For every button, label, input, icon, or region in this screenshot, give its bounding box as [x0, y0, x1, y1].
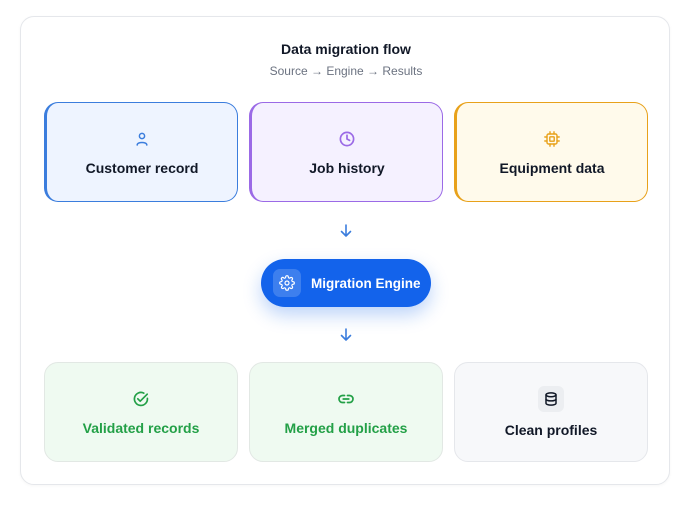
node-merged-duplicates: Merged duplicates	[249, 362, 443, 462]
diagram-subtitle: Source → Engine → Results	[269, 64, 423, 78]
link-icon	[335, 388, 357, 410]
node-equipment-data: Equipment data	[454, 102, 648, 202]
node-job-history: Job history	[249, 102, 443, 202]
database-icon	[538, 386, 564, 412]
user-icon	[131, 128, 153, 150]
node-label: Clean profiles	[504, 422, 598, 438]
check-circle-icon	[130, 388, 152, 410]
node-label: Equipment data	[499, 160, 605, 176]
node-label: Merged duplicates	[284, 420, 408, 436]
arrow-down-icon	[340, 224, 352, 237]
arrow-down-icon	[340, 328, 352, 341]
node-label: Customer record	[85, 160, 199, 176]
diagram-title: Data migration flow	[281, 41, 411, 57]
diagram-card: Data migration flow Source → Engine → Re…	[20, 16, 670, 485]
clock-icon	[336, 128, 358, 150]
node-migration-engine: Migration Engine	[261, 259, 431, 307]
node-validated-records: Validated records	[44, 362, 238, 462]
chip-icon	[541, 128, 563, 150]
node-clean-profiles: Clean profiles	[454, 362, 648, 462]
node-label: Validated records	[82, 420, 200, 436]
node-customer-record: Customer record	[44, 102, 238, 202]
engine-label: Migration Engine	[311, 275, 421, 291]
node-label: Job history	[309, 160, 385, 176]
gear-icon	[273, 269, 301, 297]
